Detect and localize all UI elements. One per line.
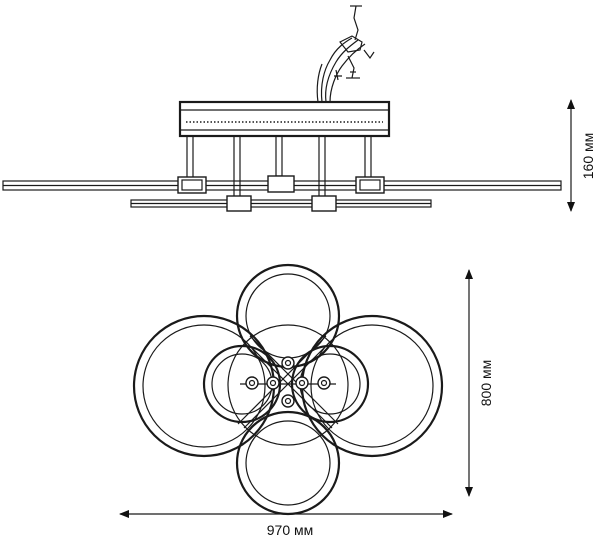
width-dimension-top: 970 мм (119, 510, 453, 538)
lower-ring-profile (130, 199, 432, 208)
mount-points (245, 356, 331, 408)
height-dimension-side: 160 мм (567, 99, 596, 212)
height-top-label: 800 мм (478, 360, 494, 407)
width-top-label: 970 мм (267, 522, 314, 538)
connector-boxes (177, 175, 385, 212)
outer-rings (132, 263, 444, 516)
ceiling-base (178, 100, 391, 138)
wiring-bundle (316, 5, 375, 103)
side-view: 160 мм (2, 5, 596, 212)
height-dimension-top: 800 мм (465, 269, 494, 497)
height-side-label: 160 мм (580, 133, 596, 180)
inner-rings (202, 324, 370, 446)
top-view: 800 мм 970 мм (119, 263, 494, 538)
